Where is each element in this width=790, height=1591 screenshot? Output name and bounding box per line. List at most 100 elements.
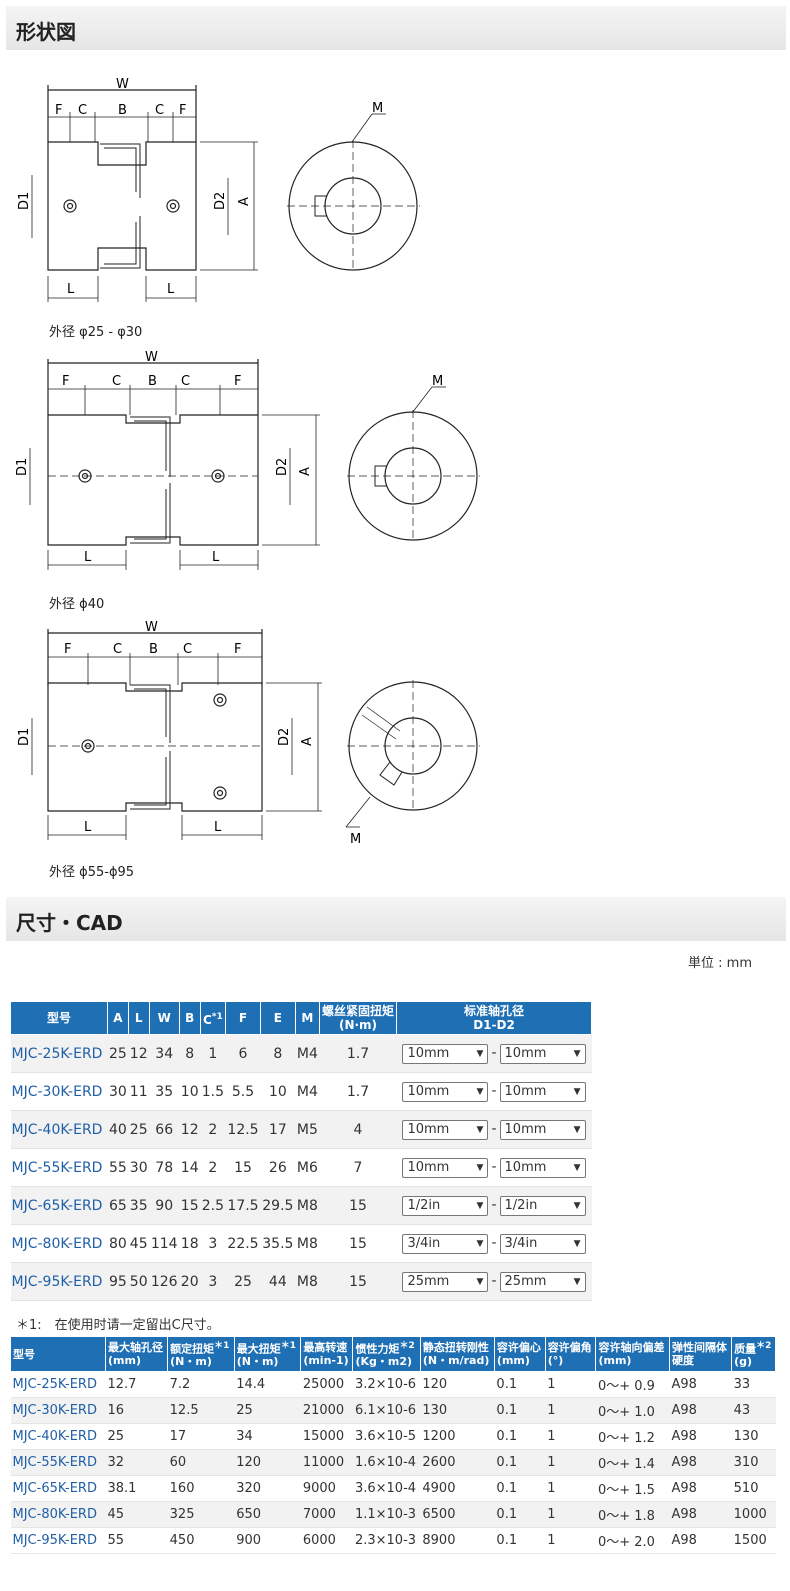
cell-w: 126 [149, 1262, 180, 1301]
model-link[interactable]: MJC-40K-ERD [10, 1423, 106, 1450]
cell-c: 2 [200, 1110, 226, 1149]
table-cell: 6000 [300, 1527, 353, 1554]
model-link[interactable]: MJC-95K-ERD [10, 1262, 108, 1301]
model-link[interactable]: MJC-25K-ERD [10, 1034, 108, 1073]
table-cell: 450 [167, 1527, 235, 1554]
bore-d1-select[interactable]: 3/4in▼ [402, 1233, 489, 1254]
model-link[interactable]: MJC-65K-ERD [10, 1186, 108, 1225]
table-cell: 45 [105, 1501, 168, 1528]
table-cell: 900 [234, 1527, 301, 1554]
table-cell: 130 [420, 1397, 495, 1424]
model-link[interactable]: MJC-55K-ERD [10, 1449, 106, 1476]
table-cell: 0～+ 2.0 [595, 1527, 670, 1554]
bore-d1-select[interactable]: 1/2in▼ [402, 1195, 489, 1216]
model-link[interactable]: MJC-80K-ERD [10, 1224, 108, 1263]
table-cell: 1200 [420, 1423, 495, 1450]
dim-f: F [62, 374, 69, 389]
bore-d2-select[interactable]: 10mm▼ [499, 1119, 586, 1140]
coupling-drawing-3: W F C B C F L L D1 D2 A M [17, 620, 480, 847]
cell-c: 2 [200, 1148, 226, 1187]
model-link[interactable]: MJC-55K-ERD [10, 1148, 108, 1187]
table-cell: 8900 [420, 1527, 495, 1554]
footnote: ＊1: 在使用时请一定留出C尺寸。 [16, 1318, 220, 1333]
cell-w: 114 [149, 1224, 180, 1263]
bore-d2-select[interactable]: 1/2in▼ [499, 1195, 586, 1216]
cell-torque: 4 [319, 1110, 397, 1149]
table-cell: 3.6×10-5 [352, 1423, 421, 1450]
dim-f: F [55, 103, 62, 118]
table-cell: 32 [105, 1449, 168, 1476]
diagram-caption: 外径 ϕ55-ϕ95 [49, 865, 135, 880]
chevron-down-icon: ▼ [476, 1048, 484, 1059]
diagram-caption: 外径 ϕ40 [49, 597, 105, 612]
cell-a: 30 [107, 1072, 129, 1111]
col-header: F [225, 1001, 261, 1035]
dim-l: L [212, 550, 220, 565]
coupling-drawing-1: W F C B C F L L D1 D2 A M [17, 77, 420, 302]
bore-d2-select[interactable]: 10mm▼ [499, 1157, 586, 1178]
dim-c: C [112, 374, 121, 389]
chevron-down-icon: ▼ [573, 1086, 581, 1097]
bore-d2-select[interactable]: 10mm▼ [499, 1081, 586, 1102]
table-cell: 3.6×10-4 [352, 1475, 421, 1502]
cell-c: 3 [200, 1224, 226, 1263]
table-cell: 60 [167, 1449, 235, 1476]
bore-d1-select[interactable]: 10mm▼ [402, 1081, 489, 1102]
cell-e: 35.5 [260, 1224, 296, 1263]
model-link[interactable]: MJC-25K-ERD [10, 1371, 106, 1398]
table-cell: 160 [167, 1475, 235, 1502]
dim-d2: D2 [275, 458, 290, 476]
bore-d1-select[interactable]: 10mm▼ [402, 1157, 489, 1178]
chevron-down-icon: ▼ [476, 1200, 484, 1211]
col-header: 螺丝紧固扭矩(N·m) [319, 1001, 397, 1035]
table-cell: 6500 [420, 1501, 495, 1528]
table-cell: 0.1 [494, 1475, 546, 1502]
cell-a: 65 [107, 1186, 129, 1225]
bore-d2-select[interactable]: 25mm▼ [499, 1271, 586, 1292]
col-header: 最大扭矩＊1(N・m) [233, 1336, 302, 1372]
col-header: L [127, 1001, 150, 1035]
cell-l: 50 [128, 1262, 150, 1301]
dim-b: B [118, 103, 127, 118]
table-cell: 16 [105, 1397, 168, 1424]
bore-d1-select[interactable]: 10mm▼ [402, 1043, 489, 1064]
chevron-down-icon: ▼ [573, 1124, 581, 1135]
model-link[interactable]: MJC-30K-ERD [10, 1397, 106, 1424]
bore-d1-select[interactable]: 10mm▼ [402, 1119, 489, 1140]
col-header: B [178, 1001, 201, 1035]
diagram-caption: 外径 φ25 - φ30 [49, 325, 143, 340]
model-link[interactable]: MJC-30K-ERD [10, 1072, 108, 1111]
cell-c: 2.5 [200, 1186, 226, 1225]
table-cell: 120 [234, 1449, 301, 1476]
dim-f: F [234, 642, 241, 657]
col-header: W [148, 1001, 180, 1035]
cell-m: M6 [295, 1148, 320, 1187]
cell-f: 15 [225, 1148, 261, 1187]
bore-d2-select[interactable]: 3/4in▼ [499, 1233, 586, 1254]
col-header: 容许轴向偏差(mm) [595, 1336, 670, 1372]
model-link[interactable]: MJC-65K-ERD [10, 1475, 106, 1502]
section-title: 尺寸・CAD [16, 911, 123, 935]
cell-m: M4 [295, 1072, 320, 1111]
cell-e: 26 [260, 1148, 296, 1187]
bore-d1-select[interactable]: 25mm▼ [402, 1271, 489, 1292]
cell-l: 25 [128, 1110, 150, 1149]
section-header-size: 尺寸・CAD [6, 897, 786, 941]
col-header: M [294, 1001, 321, 1035]
model-link[interactable]: MJC-40K-ERD [10, 1110, 108, 1149]
table-cell: A98 [669, 1397, 732, 1424]
table-cell: A98 [669, 1475, 732, 1502]
model-link[interactable]: MJC-95K-ERD [10, 1527, 106, 1554]
chevron-down-icon: ▼ [573, 1200, 581, 1211]
dim-d2: D2 [213, 192, 228, 210]
bore-d2-select[interactable]: 10mm▼ [499, 1043, 586, 1064]
table-cell: 1 [545, 1527, 596, 1554]
model-link[interactable]: MJC-80K-ERD [10, 1501, 106, 1528]
